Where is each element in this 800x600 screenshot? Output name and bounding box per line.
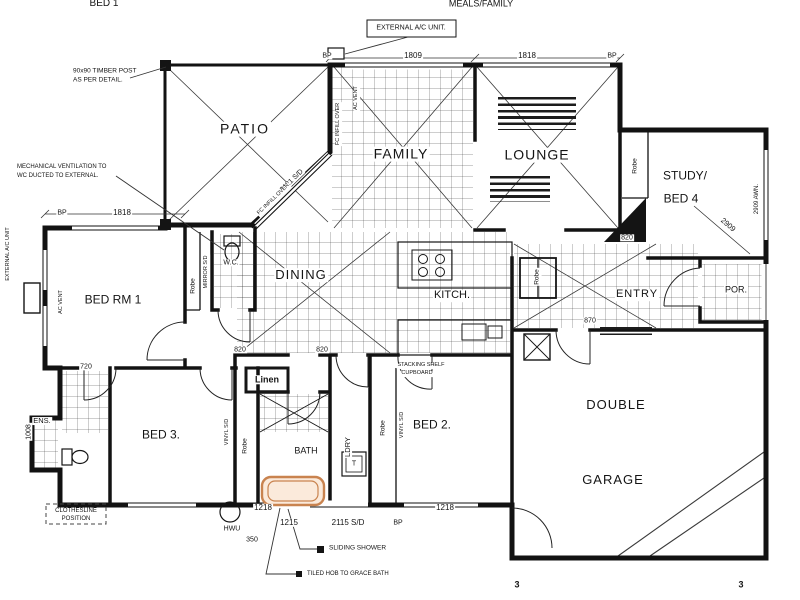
room-label-ens: ENS. (32, 416, 52, 426)
window-label-study: 2909 AWN. (753, 182, 761, 216)
dim-1809-top: 1809 (403, 50, 423, 61)
kitchen-bench-top (397, 241, 513, 289)
laundry-tub (341, 451, 367, 477)
dim-1218-left: 1218 (253, 502, 273, 513)
ens-toilet (71, 449, 89, 465)
dim-bp-top-left: BP (321, 52, 333, 60)
dim-820-hall-a: 820 (233, 346, 247, 354)
patio-posts (160, 60, 171, 230)
door-label-mirror-bed1: MIRROR S/D (203, 254, 210, 290)
closet-label-linen: Linen (254, 374, 280, 385)
door-label-vinyl-bed2: VINYL S/D (399, 410, 406, 440)
closet-label-robe-study: Robe (631, 157, 640, 175)
bathtub (260, 475, 326, 507)
study-splay-wall (604, 198, 646, 242)
door-label-vinyl-bed3: VINYL S/D (224, 417, 231, 447)
dim-820-hall-b: 820 (315, 346, 329, 354)
label-external-ac-side: EXTERNAL A/C UNIT (5, 226, 12, 282)
dim-1218-right: 1218 (435, 502, 455, 513)
room-label-bed4: BED 4 (662, 191, 700, 206)
fixture-label-hwu: HWU (222, 525, 242, 533)
note-timber-post-2: AS PER DETAIL. (72, 76, 124, 85)
dim-870-entry: 870 (583, 317, 597, 325)
dim-bp-bed1: BP (56, 209, 68, 217)
dim-820-study: 820 (620, 234, 634, 242)
note-clothesline-2: POSITION (61, 515, 91, 522)
illegible-spec-note-2 (490, 176, 550, 202)
note-mech-vent-1: MECHANICAL VENTILATION TO (16, 163, 108, 171)
room-label-lounge: LOUNGE (503, 146, 571, 163)
cooktop (411, 249, 453, 281)
room-label-kitchen: KITCH. (432, 289, 472, 302)
illegible-spec-note-1 (498, 97, 576, 130)
note-tiled-hob: TILED HOB TO GRACE BATH (306, 570, 390, 578)
note-external-ac-top: EXTERNAL A/C UNIT. (375, 24, 447, 32)
dim-1818-top: 1818 (517, 50, 537, 61)
dim-bp-top-right: BP (606, 52, 618, 60)
linen-cupboard (244, 366, 290, 394)
room-label-bath: BATH (293, 445, 319, 456)
room-label-bed2: BED 2. (411, 417, 453, 432)
room-label-family: FAMILY (372, 145, 430, 162)
room-label-bed1: BED RM 1 (83, 292, 143, 307)
room-label-porch: POR. (723, 284, 749, 295)
note-stacking-1: STACKING SHELF (396, 362, 446, 369)
closet-label-robe-entry: Robe (533, 268, 542, 286)
room-label-wc: W.C. (222, 259, 240, 267)
dim-1818-bed1: 1818 (112, 207, 132, 218)
door-swings (83, 267, 701, 549)
room-label-dining: DINING (274, 267, 328, 283)
note-timber-post-1: 90x90 TIMBER POST (72, 67, 138, 76)
garage-duct-box (523, 333, 551, 361)
dim-bp-bottom: BP (392, 519, 404, 527)
closet-label-robe-bed3: Robe (241, 437, 250, 455)
vent-label-bed1: AC VENT (58, 289, 65, 315)
room-label-garage-2: GARAGE (581, 472, 645, 488)
hot-water-unit (219, 501, 241, 523)
room-label-patio: PATIO (219, 120, 271, 137)
dim-350: 350 (245, 536, 259, 544)
clothesline-box (45, 503, 107, 525)
edge-label-bed1-top: BED 1 (89, 0, 119, 9)
closet-label-robe-bed1: Robe (189, 277, 198, 295)
note-sliding-shower: SLIDING SHOWER (328, 544, 388, 553)
external-ac-top-box (366, 19, 457, 38)
section-marker-left: 3 (513, 579, 521, 590)
room-label-bed3: BED 3. (140, 427, 182, 442)
edge-label-meals-family: MEALS/FAMILY (448, 0, 514, 9)
dim-1008-ens: 1008 (25, 423, 33, 441)
dim-2115-bottom: 2115 S/D (330, 517, 366, 528)
tile-hatch (34, 67, 764, 468)
room-label-laundry: LDRY (343, 436, 353, 458)
note-stacking-2: CUPBOARD (400, 370, 434, 377)
illegible-spec-note-3 (600, 327, 652, 335)
room-label-garage-1: DOUBLE (585, 397, 647, 413)
vent-label-family: AC VENT (353, 85, 360, 111)
fixtures (61, 235, 557, 523)
infill-label-family: FC INFILL OVER (335, 101, 342, 147)
closet-label-robe-bed2: Robe (379, 419, 388, 437)
kitchen-bench-bottom (397, 319, 513, 356)
annotation-lines (23, 19, 457, 577)
entry-robe (519, 257, 557, 299)
fixture-label-tub: T (350, 460, 358, 468)
section-marker-right: 3 (737, 579, 745, 590)
room-label-entry: ENTRY (614, 288, 660, 301)
note-clothesline-1: CLOTHESLINE (55, 507, 97, 514)
walls-thin (185, 132, 649, 505)
dim-1215-bottom: 1215 (279, 517, 299, 528)
note-mech-vent-2: WC DUCTED TO EXTERNAL. (16, 172, 100, 180)
dim-720-ens: 720 (79, 363, 93, 371)
ac-unit-side (23, 282, 41, 314)
room-label-study: STUDY/ (661, 168, 709, 183)
kitchen-sink (461, 323, 487, 341)
